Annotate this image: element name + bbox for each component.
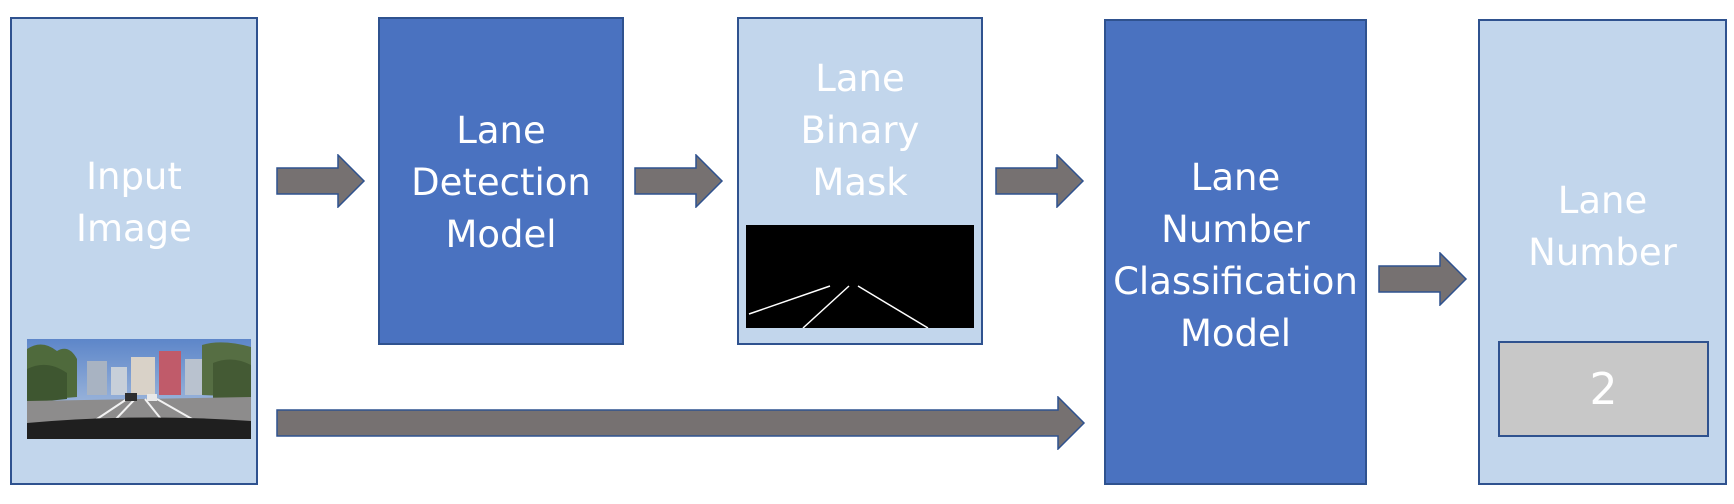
binary-mask-image [746,225,974,328]
lane-detection-model-block: Lane Detection Model [378,17,624,345]
arrow-detection-to-mask [634,154,724,208]
arrow-input-to-detection [276,154,366,208]
lane-detection-model-label: Lane Detection Model [411,109,591,256]
lane-number-classification-model-block: Lane Number Classification Model [1104,19,1367,485]
lane-number-label: Lane Number [1528,179,1677,274]
input-image-label: Input Image [76,155,192,250]
arrow-input-to-classification [276,396,1086,450]
arrow-mask-to-classification [995,154,1085,208]
lane-number-output-value: 2 [1498,341,1709,437]
lane-number-classification-model-label: Lane Number Classification Model [1113,156,1358,355]
arrow-classification-to-output [1378,252,1468,306]
lane-binary-mask-label: Lane Binary Mask [800,57,920,204]
road-photo-thumbnail [27,339,251,439]
